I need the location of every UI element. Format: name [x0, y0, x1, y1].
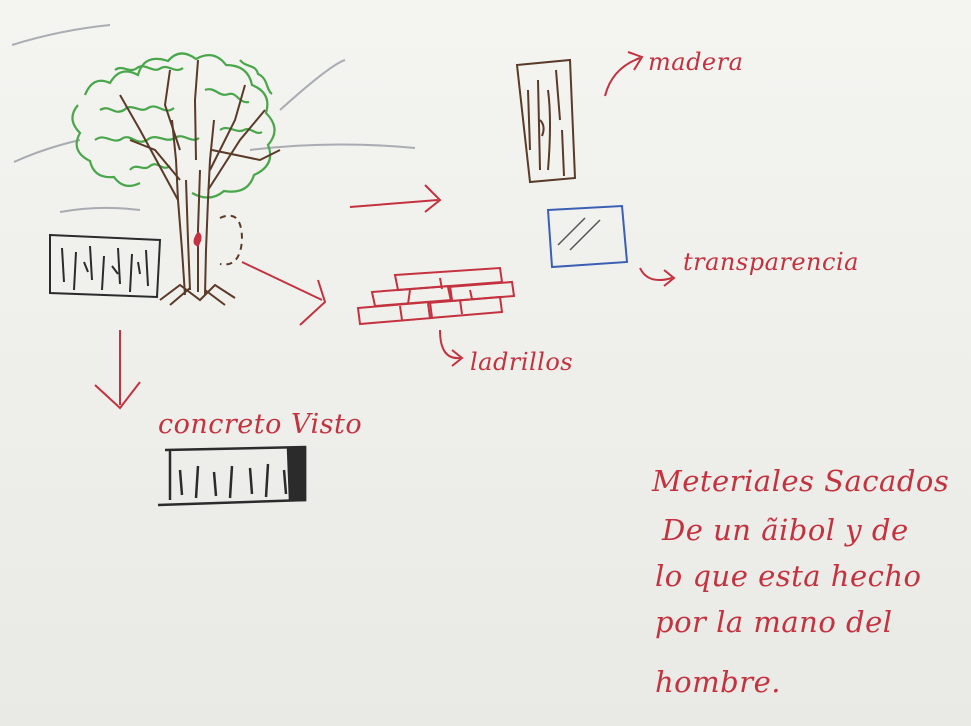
- label-transparencia: transparencia: [683, 248, 859, 276]
- transparencia-arrowhead-icon: [663, 269, 676, 287]
- label-madera: madera: [648, 48, 743, 76]
- concrete-block-drawing: [157, 445, 307, 507]
- arrow-down-icon: [94, 330, 141, 410]
- label-concreto-visto: concreto Visto: [158, 409, 362, 440]
- label-ladrillos: ladrillos: [470, 348, 573, 376]
- madera-arrowhead-icon: [627, 51, 644, 71]
- madera-arrow-icon: [604, 57, 641, 97]
- glass-pane-drawing: [546, 204, 629, 269]
- note-line-4: por la mano del: [655, 605, 893, 639]
- trunk-red-mark: [193, 231, 202, 247]
- note-line-3: lo que esta hecho: [655, 559, 922, 593]
- trunk-dashed-circle: [219, 214, 244, 266]
- ladrillos-arrowhead-icon: [451, 349, 464, 367]
- note-line-2: De un ãibol y de: [661, 513, 909, 547]
- tree-canopy: [71, 52, 276, 199]
- bricks-drawing: [356, 266, 516, 326]
- transparencia-arrow-icon: [639, 267, 673, 281]
- arrow-right-icon: [349, 184, 442, 213]
- ladrillos-arrow-icon: [439, 329, 461, 360]
- stone-block-drawing: [49, 233, 162, 299]
- arrow-diagonal-icon: [241, 261, 327, 326]
- tree-drawing: [71, 52, 281, 306]
- note-line-1: Meteriales Sacados: [651, 464, 949, 498]
- tree-trunk: [119, 59, 281, 306]
- note-line-5: hombre.: [655, 665, 781, 699]
- wood-plank-drawing: [515, 58, 577, 184]
